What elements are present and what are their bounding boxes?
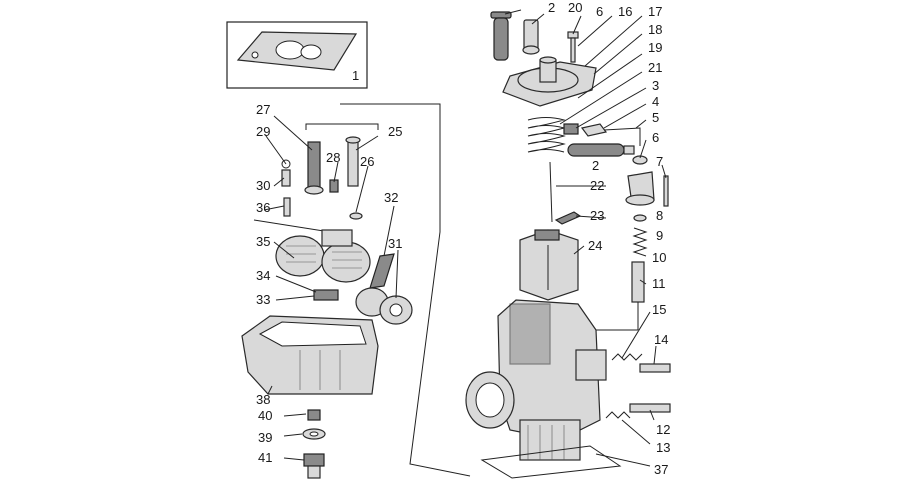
label-19: 19 xyxy=(648,40,662,55)
label-34: 34 xyxy=(256,268,270,283)
label-11: 11 xyxy=(652,276,666,291)
carburetor-body xyxy=(465,299,622,479)
float-bowl xyxy=(241,315,379,395)
label-23: 23 xyxy=(590,208,604,223)
throttle-slide xyxy=(519,229,579,301)
label-24: 24 xyxy=(588,238,602,253)
label-41: 41 xyxy=(258,450,272,465)
label-38: 38 xyxy=(256,392,270,407)
label-6b: 6 xyxy=(652,130,659,145)
label-16: 16 xyxy=(618,4,632,19)
label-30: 30 xyxy=(256,178,270,193)
label-27: 27 xyxy=(256,102,270,117)
label-9: 9 xyxy=(656,228,663,243)
label-8: 8 xyxy=(656,208,663,223)
label-14: 14 xyxy=(654,332,668,347)
label-1: 1 xyxy=(352,68,359,83)
label-5: 5 xyxy=(652,110,659,125)
leader-lines xyxy=(263,9,667,467)
label-21: 21 xyxy=(648,60,662,75)
label-20: 20 xyxy=(568,0,582,15)
label-13: 13 xyxy=(656,440,670,455)
label-35: 35 xyxy=(256,234,270,249)
label-36: 36 xyxy=(256,200,270,215)
label-12: 12 xyxy=(656,422,670,437)
needle-spring xyxy=(527,117,566,223)
top-cover-assembly xyxy=(490,11,597,107)
label-25: 25 xyxy=(388,124,402,139)
label-7: 7 xyxy=(656,154,663,169)
callout-labels: 1 2 20 6 16 17 18 19 21 3 4 5 2 6 7 8 9 … xyxy=(256,0,670,477)
bracket-line xyxy=(305,123,379,130)
label-17: 17 xyxy=(648,4,662,19)
label-22: 22 xyxy=(590,178,604,193)
label-2: 2 xyxy=(548,0,555,15)
assembly-callout-line xyxy=(340,103,471,477)
float-pair xyxy=(275,229,371,283)
gasket-kit-box xyxy=(226,21,368,89)
label-6: 6 xyxy=(596,4,603,19)
label-4: 4 xyxy=(652,94,659,109)
label-2b: 2 xyxy=(592,158,599,173)
float-needle-parts xyxy=(253,136,363,233)
label-15: 15 xyxy=(652,302,666,317)
label-10: 10 xyxy=(652,250,666,265)
label-28: 28 xyxy=(326,150,340,165)
label-33: 33 xyxy=(256,292,270,307)
label-39: 39 xyxy=(258,430,272,445)
needle-clip xyxy=(554,211,582,225)
label-40: 40 xyxy=(258,408,272,423)
label-37: 37 xyxy=(654,462,668,477)
label-29: 29 xyxy=(256,124,270,139)
drain-plug-parts xyxy=(302,409,326,479)
adjust-screws xyxy=(605,353,671,419)
choke-parts xyxy=(563,123,669,360)
label-31: 31 xyxy=(388,236,402,251)
label-26: 26 xyxy=(360,154,374,169)
label-32: 32 xyxy=(384,190,398,205)
main-jet-assembly xyxy=(313,253,413,325)
label-3: 3 xyxy=(652,78,659,93)
label-18: 18 xyxy=(648,22,662,37)
